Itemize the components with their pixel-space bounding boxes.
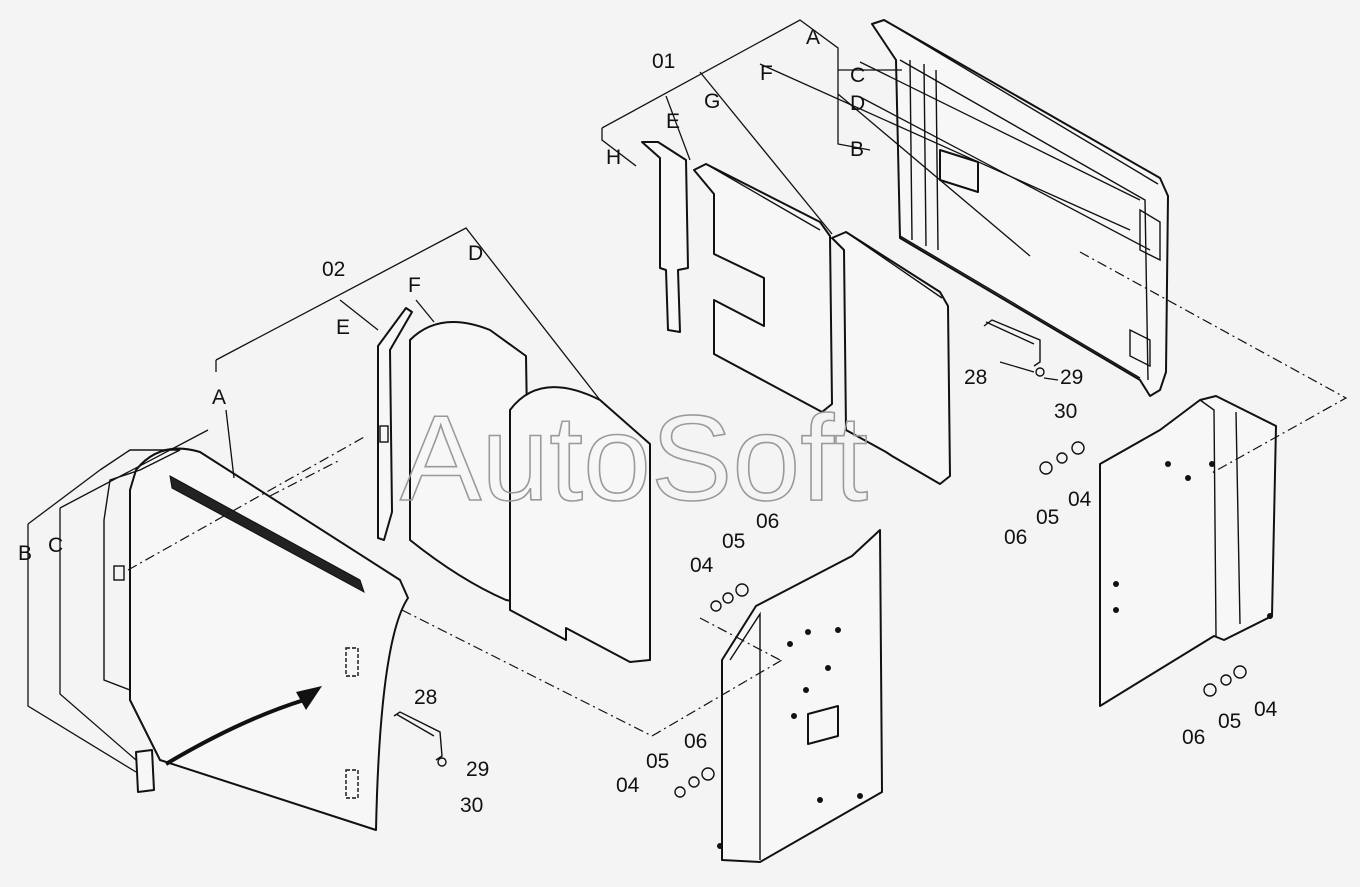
callout-labels: A C D B 01 F G E H D 02 F E A B C 28 29 …: [18, 26, 1278, 817]
leader-lines: [27, 19, 1151, 773]
label-d-mid: D: [468, 242, 483, 265]
label-f-mid: F: [408, 274, 421, 297]
label-29-right: 29: [1060, 366, 1083, 389]
label-06-center: 06: [756, 510, 779, 533]
watermark-text: AutoSoft: [400, 390, 868, 526]
label-04-right: 04: [1068, 488, 1092, 511]
label-c-left: C: [48, 534, 63, 557]
label-30-right: 30: [1054, 400, 1077, 423]
label-06-right: 06: [1004, 526, 1027, 549]
label-a-top: A: [806, 26, 820, 49]
dashed-center-lines: [127, 251, 1348, 737]
label-b-top: B: [850, 138, 864, 161]
rod-28-left-part: [393, 711, 443, 761]
right-plate-part: [1099, 395, 1277, 707]
label-30-left: 30: [460, 794, 483, 817]
strip-e-mid-part: [377, 307, 413, 541]
label-06-center-bottom: 06: [684, 730, 707, 753]
label-05-bottom-right: 05: [1218, 710, 1241, 733]
label-02: 02: [322, 258, 345, 281]
label-28-right: 28: [964, 366, 987, 389]
front-cover-part: [99, 447, 409, 831]
label-e-mid: E: [336, 316, 350, 339]
label-b-left: B: [18, 542, 32, 565]
label-d-top: D: [850, 92, 865, 115]
label-c-top: C: [850, 64, 865, 87]
pad-e-part: [693, 163, 833, 413]
label-h-top: H: [606, 146, 621, 169]
label-29-left: 29: [466, 758, 489, 781]
washers-hardware: [437, 367, 1247, 798]
direction-arrow: [164, 686, 322, 766]
label-04-center-bottom: 04: [616, 774, 640, 797]
label-f-top: F: [760, 62, 773, 85]
label-05-center-bottom: 05: [646, 750, 669, 773]
label-28-left: 28: [414, 686, 437, 709]
louvre-vents: [169, 475, 365, 594]
label-05-center: 05: [722, 530, 745, 553]
label-04-bottom-right: 04: [1254, 698, 1278, 721]
rod-28-right-part: [983, 319, 1041, 367]
label-e-top: E: [666, 110, 680, 133]
label-01: 01: [652, 50, 675, 73]
pad-d-mid-part: [509, 386, 651, 663]
label-g-top: G: [704, 90, 720, 113]
strip-h-part: [641, 141, 689, 333]
label-06-bottom-right: 06: [1182, 726, 1205, 749]
label-04-center: 04: [690, 554, 714, 577]
label-05-right: 05: [1036, 506, 1059, 529]
handle-part: [135, 749, 155, 793]
center-plate-part: [717, 529, 883, 863]
label-a-mid: A: [212, 386, 226, 409]
pad-g-part: [831, 231, 951, 485]
